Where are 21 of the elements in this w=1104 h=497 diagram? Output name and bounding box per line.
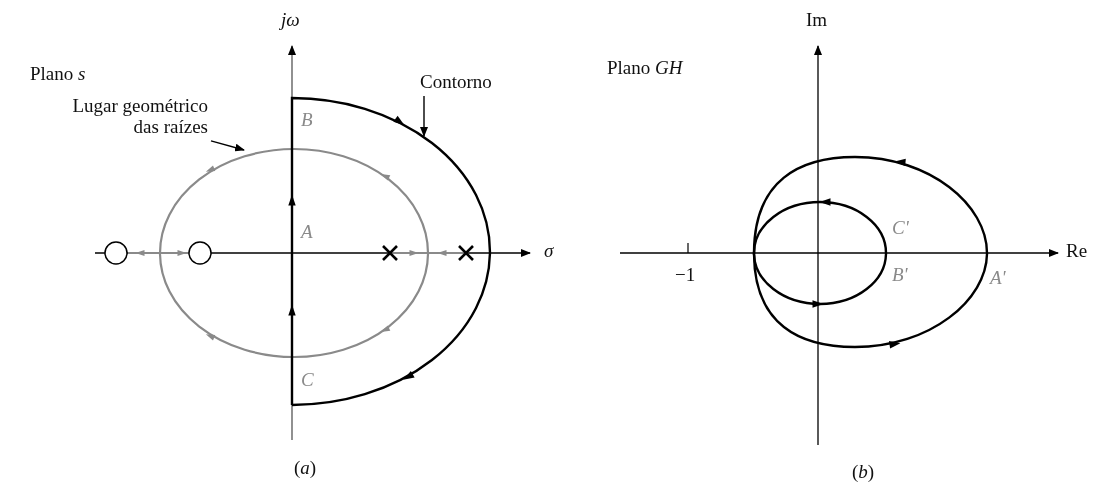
root-locus-curve [128, 147, 466, 359]
panel-caption: (b) [852, 462, 875, 483]
panel-caption: (a) [294, 458, 317, 479]
tick-label: −1 [675, 265, 696, 286]
leader-line [210, 140, 245, 152]
point-label: A' [990, 268, 1006, 289]
axis-label: jω [281, 10, 300, 31]
nyquist-contour [288, 96, 491, 407]
plane-label: Plano s [30, 64, 86, 85]
axis-label: Im [806, 10, 828, 31]
point-label: C' [892, 218, 909, 239]
point-label: B' [892, 265, 908, 286]
point-label: B [301, 110, 313, 131]
axis-label: σ [544, 241, 554, 262]
axis-label: Re [1066, 241, 1088, 262]
callout-label: Contorno [420, 72, 492, 93]
point-label: A [301, 222, 313, 243]
point-label: C [301, 370, 314, 391]
plane-label: Plano GH [607, 58, 683, 79]
callout-label: Lugar geométrico das raízes [58, 96, 208, 138]
leader-line [420, 95, 428, 137]
